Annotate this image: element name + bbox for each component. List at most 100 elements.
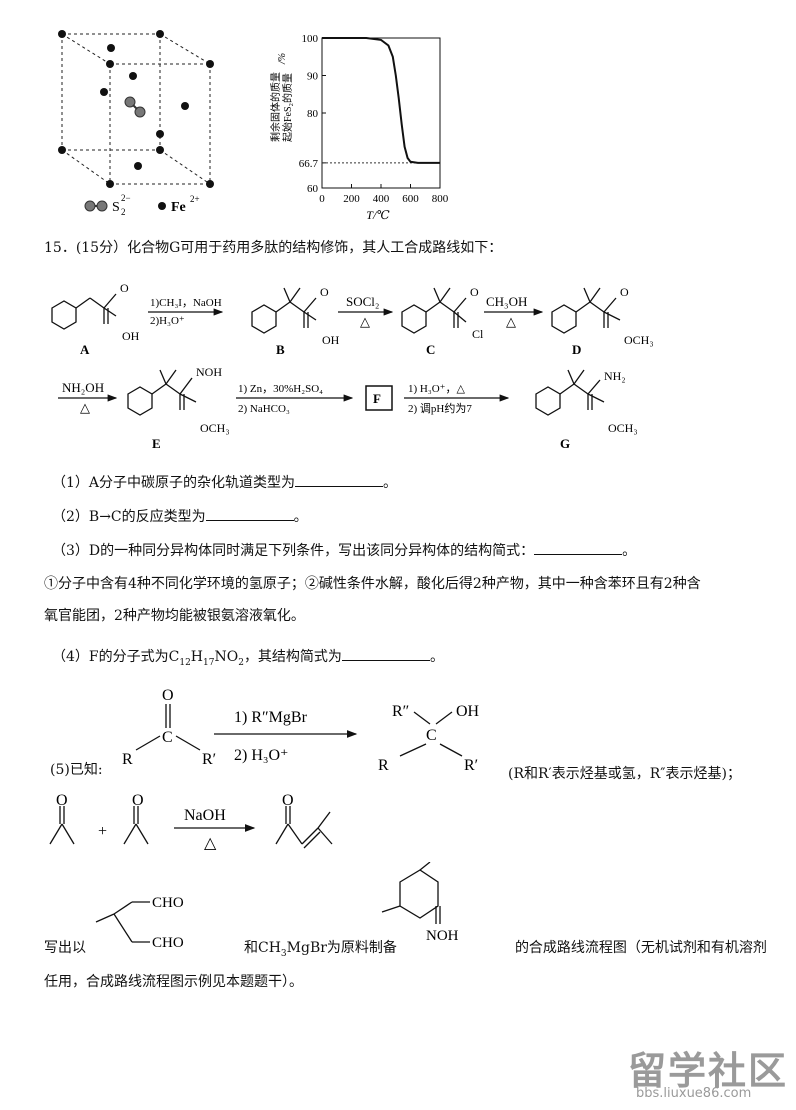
svg-text:△: △ xyxy=(80,400,90,415)
synthesis-scheme: OH O OH O O Cl O OCH₃ NOH OCH₃ NH₂ OCH₃ … xyxy=(51,281,654,451)
svg-text:O: O xyxy=(132,794,144,809)
svg-text:2: 2 xyxy=(121,207,126,217)
svg-text:O: O xyxy=(320,285,329,299)
svg-text:+: + xyxy=(98,823,107,840)
question-3: （3）D的一种同分异构体同时满足下列条件，写出该同分异构体的结构简式：。 xyxy=(52,540,636,561)
answer-blank-4[interactable] xyxy=(341,646,430,661)
a-oh: OH xyxy=(122,329,140,343)
question-header: 15．(15分）化合物G可用于药用多肽的结构修饰，其人工合成路线如下： xyxy=(44,240,503,256)
svg-text:△: △ xyxy=(360,314,370,329)
label-b: B xyxy=(276,342,285,357)
svg-text:C: C xyxy=(162,729,173,746)
answer-blank-3[interactable] xyxy=(534,540,623,555)
answer-blank-1[interactable] xyxy=(295,472,384,487)
starting-dialdehyde: CHO CHO xyxy=(95,895,184,951)
svg-text:O: O xyxy=(620,285,629,299)
x-tick-label: 400 xyxy=(373,193,390,205)
series-line xyxy=(322,37,440,164)
tga-chart-svg: 60 66.7 80 90 100 0 200 400 600 800 T/℃ 剩余固体的质量 … xyxy=(269,33,449,222)
tga-chart: 60 66.7 80 90 100 0 200 400 600 800 T/℃ 剩余固体的质量 … xyxy=(269,24,460,224)
question-5-line: 写出以和CH3MgBr为原料制备的合成路线流程图（无机试剂和有机溶剂 xyxy=(44,940,767,959)
svg-text:CHO: CHO xyxy=(152,935,184,951)
label-f: F xyxy=(373,391,381,406)
compound-f-box xyxy=(365,385,393,411)
svg-text:1)CH₃I，NaOH: 1)CH₃I，NaOH xyxy=(150,297,222,309)
x-tick-label: 800 xyxy=(432,193,449,205)
svg-text:1) R″MgBr: 1) R″MgBr xyxy=(234,709,308,726)
question-5-label: (5)已知: xyxy=(50,762,103,778)
known-reaction-aldol: O O O + NaOH △ xyxy=(49,794,333,852)
plot-frame xyxy=(321,37,441,189)
svg-text:O: O xyxy=(162,687,174,704)
svg-text:O: O xyxy=(470,285,479,299)
svg-text:R: R xyxy=(122,751,133,768)
svg-text:CH₃OH: CH₃OH xyxy=(486,294,527,309)
svg-text:R′: R′ xyxy=(202,751,216,768)
svg-text:O: O xyxy=(56,794,68,809)
svg-text:O: O xyxy=(120,281,129,295)
x-tick-label: 0 xyxy=(319,193,325,205)
svg-text:2−: 2− xyxy=(121,193,131,203)
label-a: A xyxy=(80,342,90,357)
svg-text:NOH: NOH xyxy=(426,928,459,944)
svg-text:NH₂OH: NH₂OH xyxy=(62,380,104,395)
known-reaction-grignard: O C R R′ 1) R″MgBr 2) H₃O⁺ C R″ OH R R′ xyxy=(122,687,480,774)
legend-fe: Fe xyxy=(171,200,186,215)
svg-text:Cl: Cl xyxy=(472,327,484,341)
svg-text:2) 调pH约为7: 2) 调pH约为7 xyxy=(408,402,472,415)
target-oxime: NOH xyxy=(381,862,459,944)
svg-text:R: R xyxy=(378,757,389,774)
svg-text:1) H₃O⁺，△: 1) H₃O⁺，△ xyxy=(408,383,465,395)
question-3-condition-2: 氧官能团，2种产物均能被银氨溶液氧化。 xyxy=(44,608,305,624)
label-e: E xyxy=(152,436,161,451)
y-tick-label: 90 xyxy=(307,71,319,83)
svg-text:△: △ xyxy=(204,835,217,852)
question-5-last-line: 任用，合成路线流程图示例见本题题干）。 xyxy=(44,974,303,990)
label-g: G xyxy=(560,436,570,451)
svg-text:R′: R′ xyxy=(464,757,478,774)
question-4: （4）F的分子式为C12H17NO2，其结构简式为。 xyxy=(52,646,444,673)
label-c: C xyxy=(426,342,435,357)
svg-text:C: C xyxy=(426,727,437,744)
svg-text:O: O xyxy=(282,794,294,809)
y-tick-label: 66.7 xyxy=(299,158,319,170)
svg-text:2) H₃O⁺: 2) H₃O⁺ xyxy=(234,747,288,764)
y-tick-label: 60 xyxy=(307,183,319,195)
question-5-note: (R和R′表示烃基或氢，R″表示烃基)； xyxy=(508,766,741,782)
svg-text:/%: /% xyxy=(277,53,288,65)
y-tick-label: 80 xyxy=(307,108,319,120)
svg-text:OCH₃: OCH₃ xyxy=(608,421,638,435)
svg-text:OH: OH xyxy=(322,333,340,347)
question-2: （2）B→C的反应类型为。 xyxy=(52,506,308,527)
question-3-condition-1: ①分子中含有4种不同化学环境的氢原子；②碱性条件水解，酸化后得2种产物，其中一种… xyxy=(44,576,701,592)
answer-blank-2[interactable] xyxy=(205,506,294,521)
legend-s: S xyxy=(112,200,120,215)
x-tick-label: 600 xyxy=(402,193,419,205)
svg-text:CHO: CHO xyxy=(152,895,184,911)
x-axis-label: T/℃ xyxy=(366,208,390,222)
svg-text:NH₂: NH₂ xyxy=(604,369,626,383)
question-1: （1）A分子中碳原子的杂化轨道类型为。 xyxy=(52,472,397,493)
crystal-legend: S 2 2− Fe 2+ xyxy=(84,193,200,217)
label-d: D xyxy=(572,342,581,357)
crystal-cell-diagram: S 2 2− Fe 2+ xyxy=(58,30,214,217)
x-tick-label: 200 xyxy=(343,193,360,205)
svg-text:NaOH: NaOH xyxy=(184,807,226,824)
svg-text:1) Zn，30%H₂SO₄: 1) Zn，30%H₂SO₄ xyxy=(238,383,323,395)
y-axis-label: 剩余固体的质量 起始FeS₂的质量 /% xyxy=(269,53,294,142)
y-tick-label: 100 xyxy=(302,33,319,45)
svg-text:2+: 2+ xyxy=(190,194,200,204)
svg-text:剩余固体的质量: 剩余固体的质量 xyxy=(270,72,282,142)
svg-text:2) NaHCO₃: 2) NaHCO₃ xyxy=(238,403,290,415)
svg-text:2)H₃O⁺: 2)H₃O⁺ xyxy=(150,315,185,327)
svg-text:OH: OH xyxy=(456,703,480,720)
svg-text:△: △ xyxy=(506,314,516,329)
svg-text:R″: R″ xyxy=(392,703,409,720)
svg-text:SOCl₂: SOCl₂ xyxy=(346,294,379,309)
watermark-logo: 留学社区 xyxy=(628,1049,789,1093)
svg-text:OCH₃: OCH₃ xyxy=(200,421,230,435)
svg-text:NOH: NOH xyxy=(196,365,222,379)
svg-text:起始FeS₂的质量: 起始FeS₂的质量 xyxy=(281,73,294,142)
watermark-url: bbs.liuxue86.com xyxy=(636,1086,752,1101)
svg-text:OCH₃: OCH₃ xyxy=(624,333,654,347)
